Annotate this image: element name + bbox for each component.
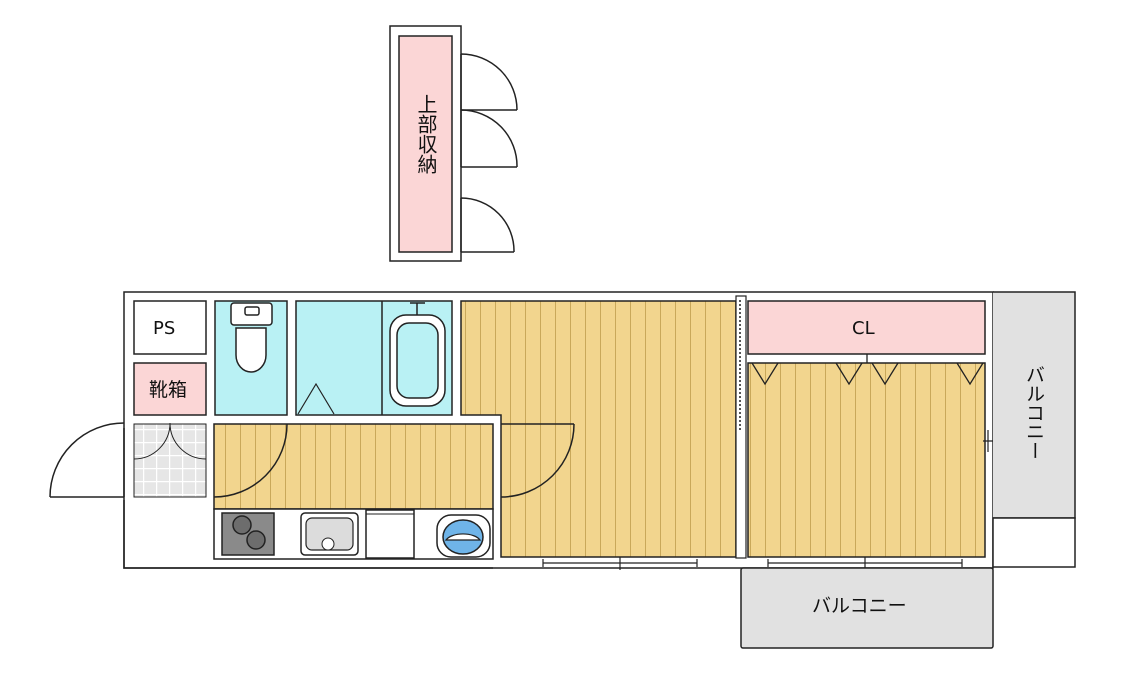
shoe-box-label: 靴箱 (149, 379, 187, 401)
room-1-floor (460, 300, 737, 558)
closet-label: CL (852, 318, 875, 339)
ps-label: PS (153, 318, 175, 339)
fridge-space (365, 509, 415, 559)
shoe-box-door (133, 422, 207, 460)
balcony-bottom-label: バルコニー (812, 595, 907, 617)
washing-machine-icon (436, 514, 491, 558)
toilet-door (213, 423, 288, 498)
toilet-icon (230, 302, 273, 373)
balcony-side-label: バルコニー (1023, 365, 1045, 460)
kitchen-floor (213, 423, 494, 510)
entrance-tile (133, 423, 207, 498)
kitchen-counter (213, 508, 494, 560)
bathtub-icon (389, 302, 446, 407)
partition-sliding-door (735, 295, 747, 559)
ps-closet (133, 300, 207, 355)
closet (747, 300, 986, 355)
upper-storage-block: 上部収納 (389, 25, 518, 262)
upper-storage (398, 35, 453, 253)
upper-storage-door (460, 53, 518, 253)
room-1-window (542, 557, 698, 570)
room-2-floor (747, 362, 986, 558)
closet-doors (751, 354, 984, 386)
washroom-door (297, 382, 335, 415)
balcony-bottom (740, 567, 994, 649)
room-1-door (500, 423, 575, 498)
entrance-door (49, 422, 125, 498)
room-2-window (767, 430, 993, 570)
upper-storage-label: 上部収納 (414, 94, 438, 174)
shoe-box (133, 362, 207, 416)
